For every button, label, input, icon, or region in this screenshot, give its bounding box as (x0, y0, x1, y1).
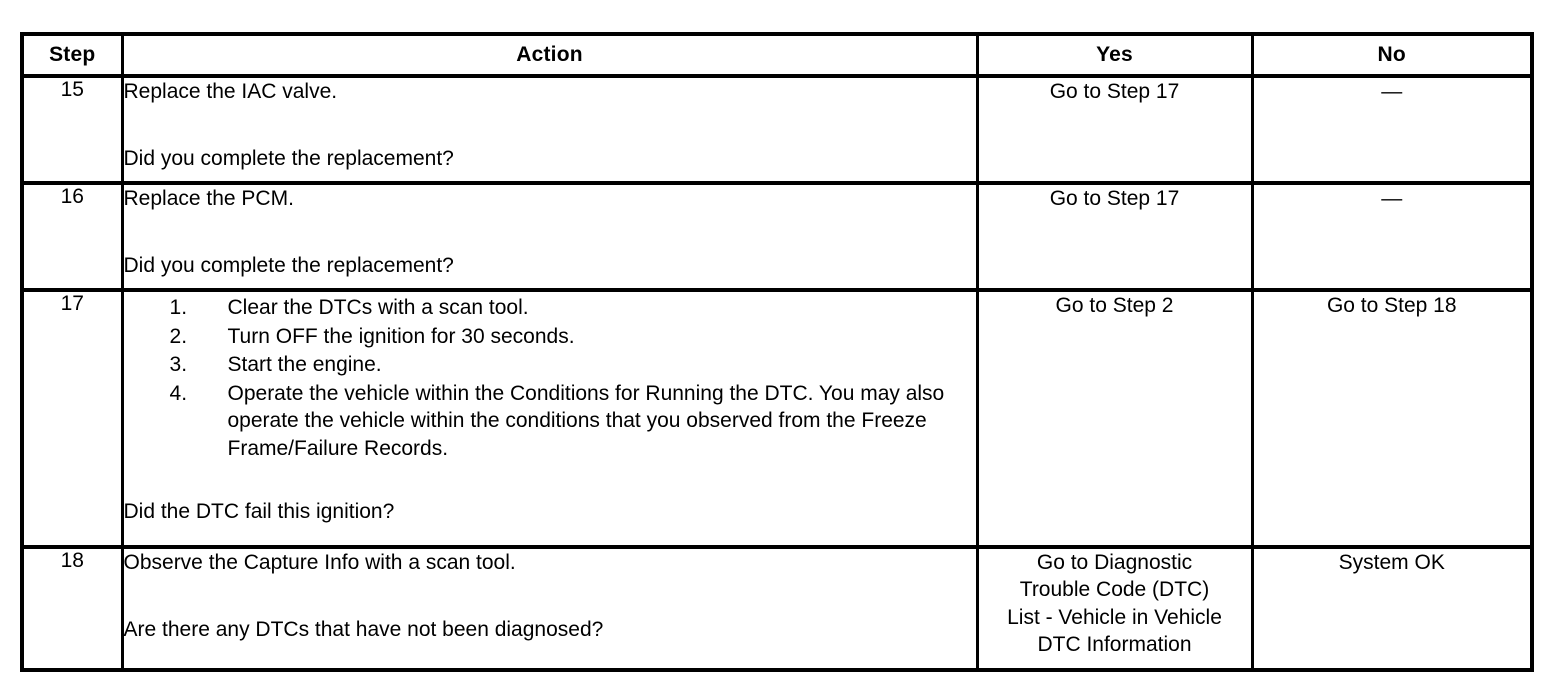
action-question: Did the DTC fail this ignition? (123, 499, 395, 523)
action-statement: Replace the PCM. (123, 187, 294, 210)
no-cell: — (1250, 181, 1534, 292)
yes-cell: Go to Step 17 (975, 181, 1254, 292)
action-question: Did you complete the replacement? (123, 254, 454, 278)
table-row: 17 Clear the DTCs with a scan tool. Turn… (20, 287, 1534, 550)
action-question: Are there any DTCs that have not been di… (123, 618, 604, 642)
list-item: Turn OFF the ignition for 30 seconds. (170, 323, 575, 350)
list-item: Start the engine. (170, 351, 382, 378)
step-number-cell: 17 (20, 287, 124, 550)
action-gap (124, 105, 976, 145)
action-question: Did you complete the replacement? (123, 147, 454, 171)
no-value: — (1381, 80, 1403, 103)
yes-value-line: List - Vehicle in Vehicle (1007, 605, 1222, 629)
list-item: Clear the DTCs with a scan tool. (170, 294, 529, 321)
action-cell: Replace the PCM. Did you complete the re… (120, 181, 979, 292)
table-header-row: Step Action Yes No (20, 32, 1534, 78)
action-cell: Observe the Capture Info with a scan too… (120, 545, 979, 672)
step-number-cell: 15 (20, 74, 124, 185)
column-header-yes: Yes (975, 32, 1254, 78)
no-cell: Go to Step 18 (1250, 287, 1534, 550)
yes-value-line: DTC Information (1037, 633, 1192, 657)
no-cell: System OK (1250, 545, 1534, 672)
action-gap (124, 576, 976, 616)
action-ordered-list: Clear the DTCs with a scan tool. Turn OF… (124, 294, 976, 463)
no-value: System OK (1338, 551, 1445, 575)
column-header-no: No (1250, 32, 1534, 78)
no-value: Go to Step 18 (1326, 294, 1457, 317)
action-gap (124, 464, 976, 498)
yes-cell: Go to Step 2 (975, 287, 1254, 550)
yes-cell: Go to Step 17 (975, 74, 1254, 185)
list-item: Operate the vehicle within the Condition… (170, 380, 945, 461)
action-cell: Replace the IAC valve. Did you complete … (120, 74, 979, 185)
diagnostic-step-table: Step Action Yes No 15 Replace the IAC va… (20, 32, 1534, 672)
column-header-action: Action (120, 32, 979, 78)
yes-value: Go to Step 17 (1049, 187, 1180, 210)
table-row: 18 Observe the Capture Info with a scan … (20, 545, 1534, 672)
no-value: — (1381, 187, 1403, 210)
yes-value-line: Trouble Code (DTC) (1019, 578, 1210, 602)
diagnostic-table-container: Step Action Yes No 15 Replace the IAC va… (20, 32, 1534, 672)
action-statement: Replace the IAC valve. (123, 80, 338, 103)
step-number-cell: 16 (20, 181, 124, 292)
column-header-step: Step (20, 32, 124, 78)
yes-cell: Go to Diagnostic Trouble Code (DTC) List… (975, 545, 1254, 672)
table-row: 15 Replace the IAC valve. Did you comple… (20, 74, 1534, 185)
yes-value: Go to Step 2 (1055, 294, 1174, 317)
table-row: 16 Replace the PCM. Did you complete the… (20, 181, 1534, 292)
action-gap (124, 212, 976, 252)
action-statement: Observe the Capture Info with a scan too… (123, 551, 516, 575)
yes-value-line: Go to Diagnostic (1036, 551, 1193, 575)
step-number-cell: 18 (20, 545, 124, 672)
no-cell: — (1250, 74, 1534, 185)
yes-value: Go to Step 17 (1049, 80, 1180, 103)
action-cell: Clear the DTCs with a scan tool. Turn OF… (120, 287, 979, 550)
